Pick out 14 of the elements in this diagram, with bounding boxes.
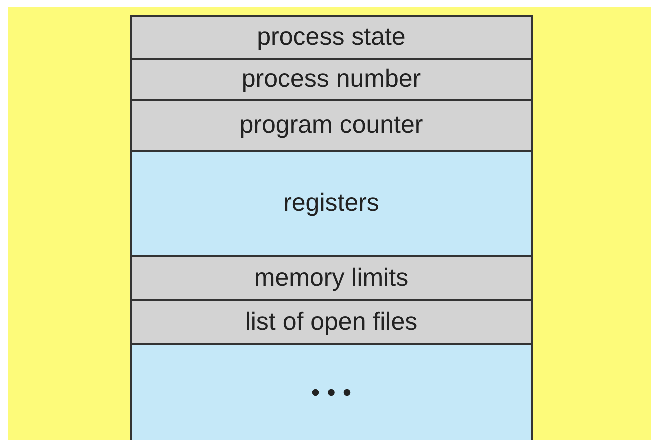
field-label: memory limits (254, 264, 409, 292)
table-row (130, 99, 533, 152)
field-label: program counter (240, 111, 424, 140)
table-row (130, 255, 533, 301)
field-label: registers (284, 189, 380, 218)
field-label: • • • (311, 378, 352, 408)
field-label: list of open files (245, 308, 418, 336)
table-row (130, 58, 533, 101)
table-row (130, 343, 533, 440)
field-label: process state (257, 23, 406, 52)
table-row (130, 150, 533, 257)
table-row (130, 15, 533, 60)
field-label: process number (242, 65, 422, 94)
table-row (130, 299, 533, 345)
